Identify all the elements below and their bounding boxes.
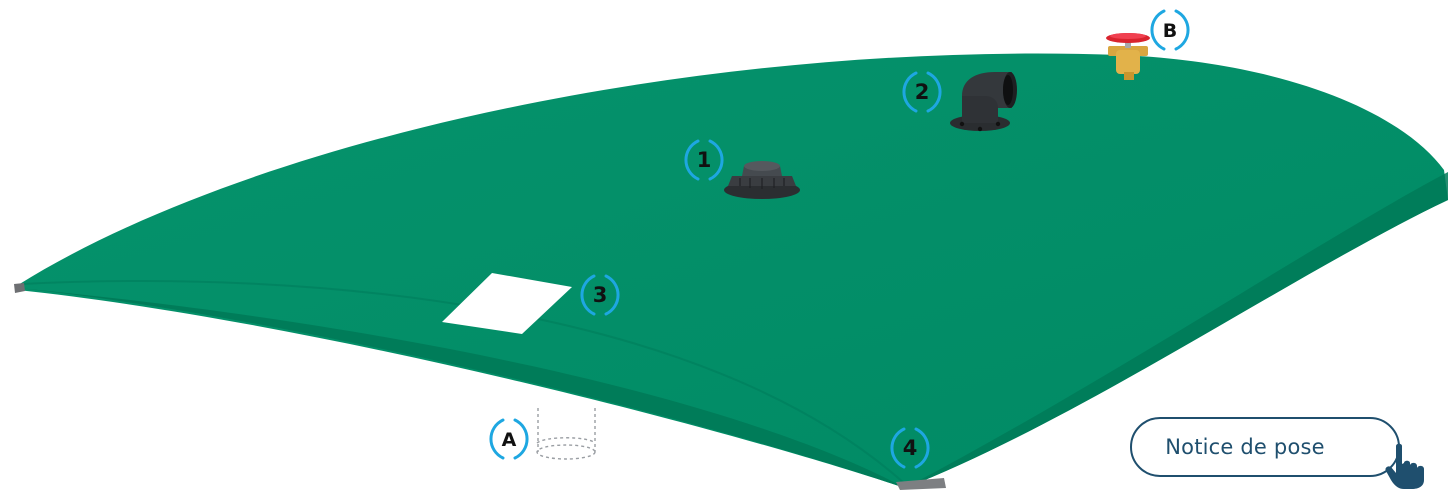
callout-a: A <box>491 420 527 458</box>
ground-anchor-outline <box>537 408 595 459</box>
notice-de-pose-label: Notice de pose <box>1165 435 1325 459</box>
callout-a-label: A <box>502 429 517 451</box>
callout-1-label: 1 <box>697 148 712 172</box>
callout-b: B <box>1152 11 1188 49</box>
callout-4-label: 4 <box>903 436 918 460</box>
callout-3-label: 3 <box>593 283 608 307</box>
callout-2-label: 2 <box>915 80 930 104</box>
callout-b-label: B <box>1163 20 1177 42</box>
corner-foot-left <box>14 283 25 293</box>
notice-de-pose-button[interactable]: Notice de pose <box>1130 417 1400 477</box>
hand-pointer-icon[interactable] <box>1384 442 1434 490</box>
